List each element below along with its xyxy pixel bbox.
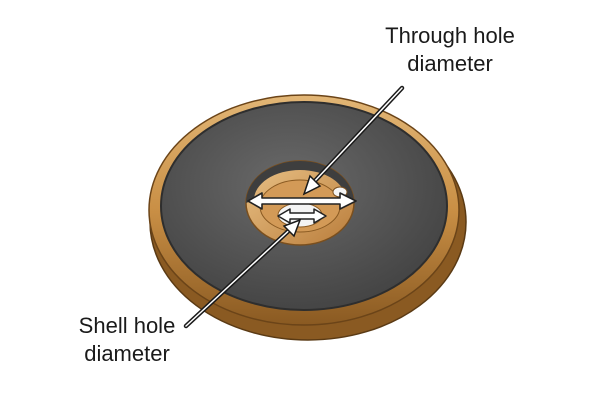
shell-hole-diameter-label: Shell hole diameter — [52, 312, 202, 368]
through-hole-arrow-icon — [247, 192, 357, 210]
through-hole-pointer — [302, 85, 405, 196]
shell-hole-arrow-icon — [277, 208, 327, 224]
through-hole-bore — [246, 161, 354, 203]
through-hole-label-line1: Through hole — [385, 23, 515, 48]
shell-hole-label-line2: diameter — [84, 341, 170, 366]
through-hole-diameter-label: Through hole diameter — [360, 22, 540, 78]
shell-hole-label-line1: Shell hole — [78, 313, 176, 338]
shell-hole-pointer — [183, 218, 302, 329]
through-hole-label-line2: diameter — [407, 51, 493, 76]
